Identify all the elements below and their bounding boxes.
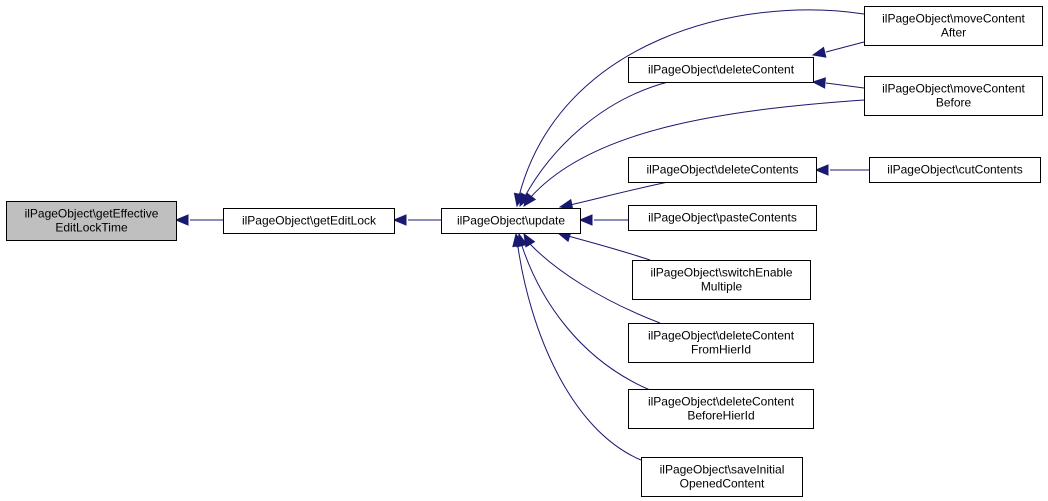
node-label: ilPageObject\switchEnable (650, 266, 792, 280)
arrowhead (392, 214, 407, 226)
node-box[interactable] (628, 389, 814, 429)
edge-deleteContents-to-update (558, 181, 669, 211)
node-box[interactable] (628, 57, 814, 83)
edge-switchEnableMultiple-to-update (556, 231, 651, 261)
node-label: ilPageObject\getEffective (25, 207, 159, 221)
node-box[interactable] (628, 157, 817, 183)
node-box[interactable] (632, 260, 811, 300)
edge-moveContentAfter-to-deleteContent (811, 41, 865, 58)
node-label: ilPageObject\getEditLock (242, 214, 377, 228)
node-box[interactable] (869, 157, 1041, 183)
arrowhead (811, 77, 826, 89)
edge-line (517, 246, 642, 461)
node-box[interactable] (6, 201, 177, 241)
edge-line (523, 81, 669, 199)
arrowhead (174, 214, 189, 226)
arrowhead (578, 214, 593, 226)
node-box[interactable] (223, 208, 395, 234)
edge-line (518, 9, 865, 197)
node-cutContents[interactable]: ilPageObject\cutContents (869, 157, 1041, 183)
node-deleteContent[interactable]: ilPageObject\deleteContent (628, 57, 814, 83)
node-pasteContents[interactable]: ilPageObject\pasteContents (628, 205, 817, 231)
edge-getEditLock-to-getEffectiveEditLockTime (174, 214, 223, 226)
node-label: ilPageObject\deleteContents (646, 163, 798, 177)
edge-line (825, 41, 865, 53)
node-label: ilPageObject\pasteContents (648, 211, 797, 225)
arrowhead (512, 232, 524, 248)
node-label: ilPageObject\deleteContent (648, 63, 795, 77)
arrowhead (523, 192, 537, 208)
node-label: ilPageObject\saveInitial (660, 463, 785, 477)
node-box[interactable] (641, 457, 803, 497)
node-label: FromHierId (691, 343, 751, 357)
edge-saveInitialOpenedContent-to-update (512, 232, 642, 461)
edge-moveContentBefore-to-update (523, 99, 865, 208)
node-update[interactable]: ilPageObject\update (441, 208, 581, 234)
edges-layer (174, 9, 869, 461)
node-box[interactable] (864, 76, 1043, 116)
node-box[interactable] (628, 205, 817, 231)
edge-line (567, 235, 651, 261)
edge-line (569, 181, 669, 206)
node-label: After (941, 26, 966, 40)
node-label: ilPageObject\update (457, 214, 565, 228)
edge-line (521, 245, 651, 391)
edge-moveContentBefore-to-deleteContent (811, 77, 865, 89)
arrowhead (811, 46, 827, 58)
node-box[interactable] (441, 208, 581, 234)
node-deleteContents[interactable]: ilPageObject\deleteContents (628, 157, 817, 183)
node-label: ilPageObject\cutContents (887, 163, 1022, 177)
node-label: Multiple (701, 280, 743, 294)
node-label: ilPageObject\deleteContent (648, 329, 795, 343)
edge-cutContents-to-deleteContents (814, 164, 869, 176)
arrowhead (814, 164, 829, 176)
node-label: ilPageObject\moveContent (882, 82, 1025, 96)
edge-update-to-getEditLock (392, 214, 441, 226)
node-label: ilPageObject\moveContent (882, 12, 1025, 26)
node-box[interactable] (628, 323, 814, 363)
edge-pasteContents-to-update (578, 214, 628, 226)
node-label: OpenedContent (680, 477, 765, 491)
edge-line (529, 99, 865, 199)
node-label: BeforeHierId (687, 409, 754, 423)
node-label: ilPageObject\deleteContent (648, 395, 795, 409)
edge-line (529, 243, 661, 324)
node-label: EditLockTime (55, 221, 128, 235)
node-box[interactable] (864, 6, 1043, 46)
edge-deleteContentBeforeHierId-to-update (516, 232, 651, 391)
edge-line (825, 82, 865, 89)
node-label: Before (936, 96, 972, 110)
node-getEditLock[interactable]: ilPageObject\getEditLock (223, 208, 395, 234)
